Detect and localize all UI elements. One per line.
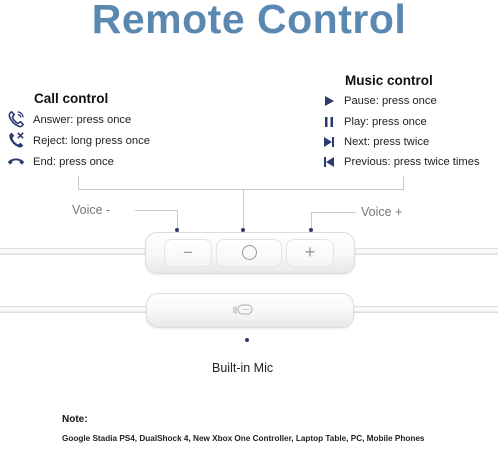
call-item-answer: Answer: press once — [33, 114, 132, 126]
volume-up-symbol: + — [304, 242, 316, 262]
call-item-reject: Reject: long press once — [33, 135, 150, 147]
pause-icon — [323, 116, 335, 128]
voice-minus-marker — [175, 228, 179, 232]
music-item-previous: Previous: press twice times — [344, 156, 480, 168]
circle-icon — [242, 245, 257, 260]
music-control-heading: Music control — [345, 73, 433, 88]
call-control-heading: Call control — [34, 91, 109, 106]
music-item-play: Play: press once — [344, 116, 427, 128]
voice-minus-connector — [135, 210, 177, 211]
volume-up-button[interactable]: + — [286, 239, 334, 267]
music-item-next: Next: press twice — [344, 136, 430, 148]
note-compatibility-text: Google Stadia PS4, DualShock 4, New Xbox… — [62, 434, 425, 443]
center-play-button[interactable] — [216, 239, 282, 267]
music-bracket-right — [403, 176, 404, 190]
previous-track-icon — [323, 156, 335, 168]
call-item-end: End: press once — [33, 156, 114, 168]
note-title: Note: — [62, 414, 88, 425]
bracket-horizontal-line — [78, 189, 403, 190]
remote-control-body: − + — [145, 232, 355, 274]
page-title: Remote Control — [91, 0, 407, 42]
voice-minus-label: Voice - — [72, 203, 111, 217]
play-icon — [323, 95, 335, 107]
call-bracket-left — [78, 176, 79, 189]
phone-reject-icon — [7, 131, 25, 149]
next-track-icon — [323, 136, 335, 148]
voice-plus-label: Voice + — [361, 205, 403, 219]
voice-plus-marker — [309, 228, 313, 232]
phone-answer-icon — [7, 110, 25, 128]
voice-minus-connector-down — [177, 210, 178, 229]
microphone-icon — [232, 302, 256, 318]
volume-down-button[interactable]: − — [164, 239, 212, 267]
center-connector-line — [243, 189, 244, 229]
phone-end-icon — [6, 152, 26, 170]
center-button-marker — [241, 228, 245, 232]
built-in-mic-label: Built-in Mic — [212, 361, 274, 375]
volume-down-symbol: − — [183, 243, 193, 262]
mic-marker — [245, 338, 249, 342]
voice-plus-connector — [311, 212, 356, 213]
voice-plus-connector-down — [311, 212, 312, 229]
mic-unit-body — [146, 293, 354, 328]
music-item-pause: Pause: press once — [344, 95, 437, 107]
